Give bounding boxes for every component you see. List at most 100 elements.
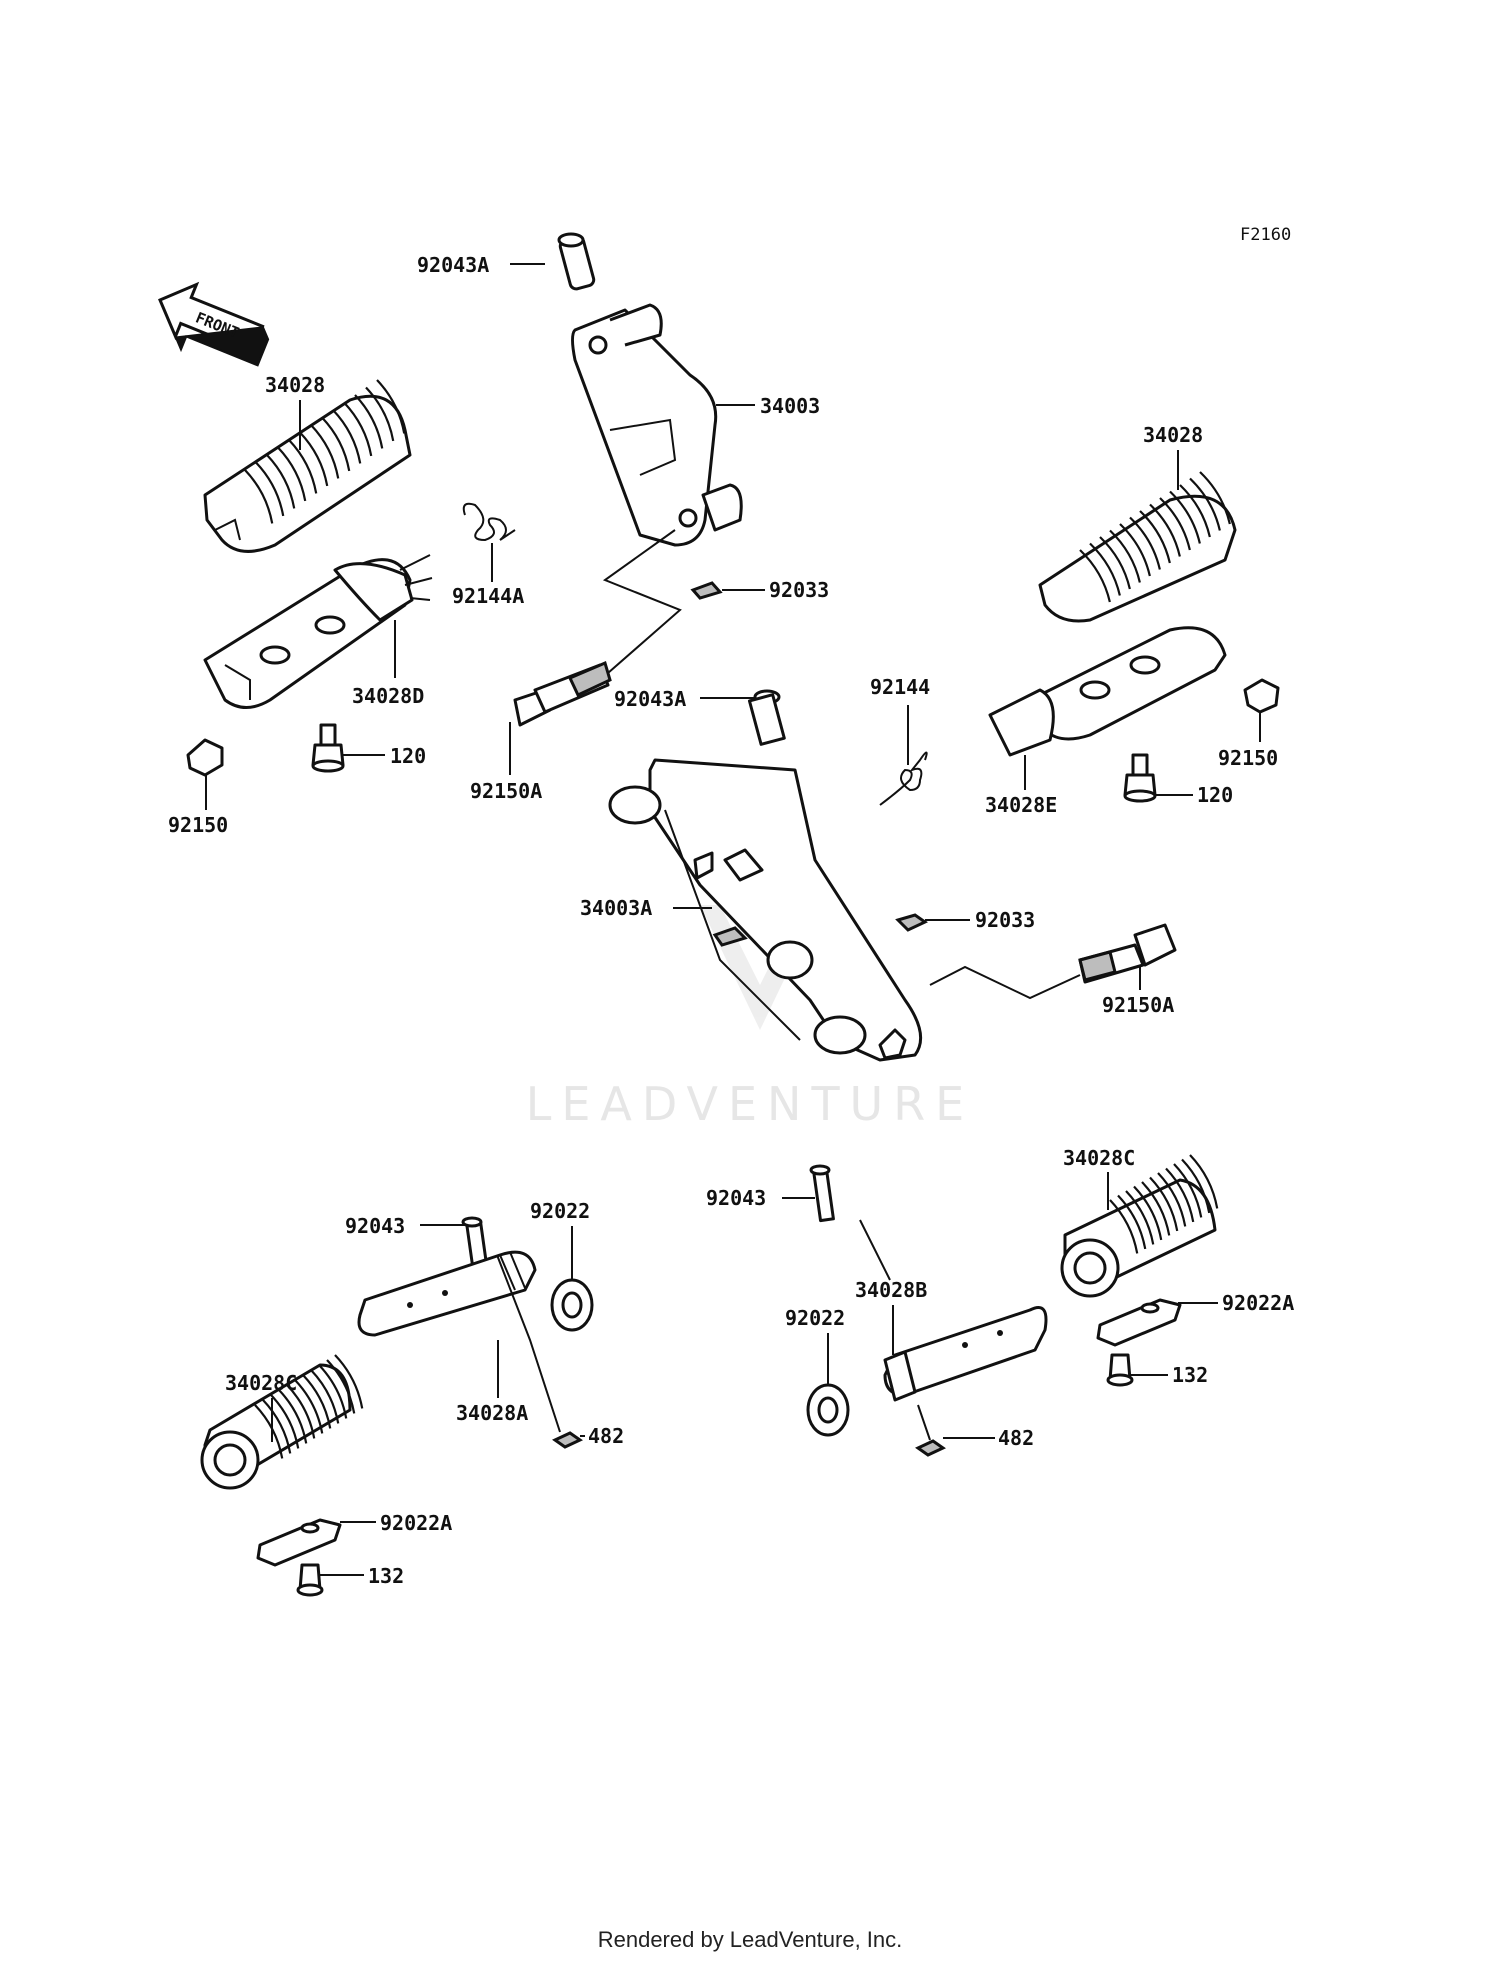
grip-rib [321, 416, 351, 472]
grip-rib [334, 1354, 364, 1409]
callout-label-c17: 92033 [975, 908, 1035, 932]
figure-code: F2160 [1240, 225, 1291, 245]
callout-label-c3: 34028 [265, 373, 325, 397]
grip-rib [1125, 1190, 1155, 1245]
spring-92144 [879, 751, 928, 806]
grip-rib [1109, 529, 1141, 583]
grip-rib [1159, 497, 1191, 551]
grip-rib [1119, 523, 1151, 577]
grip-rib [1129, 516, 1161, 570]
cotter-92033-top [690, 581, 723, 600]
callout-label-c8: 120 [390, 744, 426, 768]
footpeg-arm-34028a [357, 1250, 537, 1337]
grip-rib [286, 1384, 316, 1439]
footpeg-rubber-right [1038, 471, 1237, 623]
callout-label-c27: 34028C [225, 1371, 297, 1395]
footpeg-rubber-34028c-right [1060, 1154, 1219, 1298]
grip-rib [262, 1399, 292, 1454]
footpeg-rubber-34028c-left [200, 1354, 364, 1490]
grip-rib [1179, 484, 1211, 538]
callout-label-c11: 92043A [614, 687, 686, 711]
callout-label-c2: 34003 [760, 394, 820, 418]
grip-rib [277, 446, 307, 502]
bracket-34003 [557, 232, 743, 547]
callout-label-c21: 92022 [530, 1199, 590, 1223]
grip-rib [270, 1394, 300, 1449]
cotter-92033-center [895, 913, 928, 932]
grip-rib [1173, 1163, 1203, 1218]
callout-label-c9: 92150 [168, 813, 228, 837]
grip-rib [1099, 536, 1131, 590]
callout-label-c5: 92144A [452, 584, 524, 608]
footpeg-arm-34028b [883, 1306, 1048, 1402]
bolt-132-left [296, 1563, 324, 1597]
washer-92022-right [806, 1383, 850, 1437]
callout-leader-c28 [496, 1254, 561, 1433]
bolt-92150-right [1243, 678, 1280, 714]
callout-label-c7: 34028D [352, 684, 424, 708]
grip-rib [310, 1369, 340, 1424]
grip-rib [1149, 503, 1181, 557]
bolt-120-left [311, 723, 345, 773]
callout-label-c14: 34028E [985, 793, 1057, 817]
grip-rib [1181, 1158, 1211, 1214]
grip-rib [310, 424, 340, 479]
footer-credit: Rendered by LeadVenture, Inc. [598, 1927, 903, 1952]
callout-label-c26: 132 [1172, 1363, 1208, 1387]
cotter-482-left [552, 1431, 583, 1449]
bolt-132-right [1106, 1353, 1134, 1387]
callout-label-c31: 92022A [380, 1511, 452, 1535]
spring-92144a [462, 502, 516, 542]
grip-rib [1165, 1167, 1195, 1223]
grip-rib [318, 1364, 348, 1419]
leader-link-top [602, 529, 682, 674]
grip-rib [1169, 490, 1201, 544]
front-arrow-icon: FRONT [158, 281, 270, 367]
bolt-92150a-right [1078, 923, 1177, 984]
callout-label-c32: 132 [368, 1564, 404, 1588]
callout-label-c16: 34003A [580, 896, 652, 920]
grip-rib [1149, 1176, 1179, 1232]
grip-rib [294, 1379, 324, 1434]
bracket-34003a [608, 689, 923, 1062]
plate-92022a-right [1096, 1298, 1182, 1347]
footpeg-rubber-left [203, 379, 412, 553]
grip-rib [1089, 542, 1121, 596]
grip-rib [255, 461, 285, 517]
grip-rib [365, 386, 395, 442]
bolt-92150-left [186, 738, 224, 777]
callout-label-c29: 482 [588, 1424, 624, 1448]
watermark-text: LEADVENTURE [526, 1077, 975, 1131]
grip-rib [1079, 549, 1111, 603]
cotter-482-right [915, 1439, 946, 1457]
grip-rib [1117, 1194, 1147, 1250]
callout-label-c13: 92150 [1218, 746, 1278, 770]
callout-label-c18: 92150A [1102, 993, 1174, 1017]
callout-label-c4: 34028 [1143, 423, 1203, 447]
callout-label-c20: 92043 [345, 1214, 405, 1238]
grip-rib [1139, 510, 1171, 564]
callout-label-c1: 92043A [417, 253, 489, 277]
grip-rib [354, 394, 384, 449]
callout-label-c15: 120 [1197, 783, 1233, 807]
grip-rib [1109, 1199, 1139, 1254]
grip-rib [1189, 1154, 1219, 1209]
grip-rib [343, 401, 373, 457]
grip-rib [244, 469, 274, 524]
bolt-120-right [1123, 753, 1157, 803]
callout-label-c24: 92022A [1222, 1291, 1294, 1315]
grip-rib [288, 439, 318, 494]
grip-rib [1199, 471, 1231, 525]
grip-rib [326, 1359, 356, 1414]
footpeg-bracket-left [203, 554, 433, 709]
grip-rib [278, 1389, 308, 1444]
callout-label-c6: 92033 [769, 578, 829, 602]
callout-label-c25: 92022 [785, 1306, 845, 1330]
grip-rib [332, 409, 362, 464]
callout-label-c19: 34028C [1063, 1146, 1135, 1170]
callout-label-c23: 34028B [855, 1278, 927, 1302]
grip-rib [1189, 477, 1221, 531]
grip-rib [302, 1374, 332, 1429]
grip-rib [1133, 1185, 1163, 1241]
